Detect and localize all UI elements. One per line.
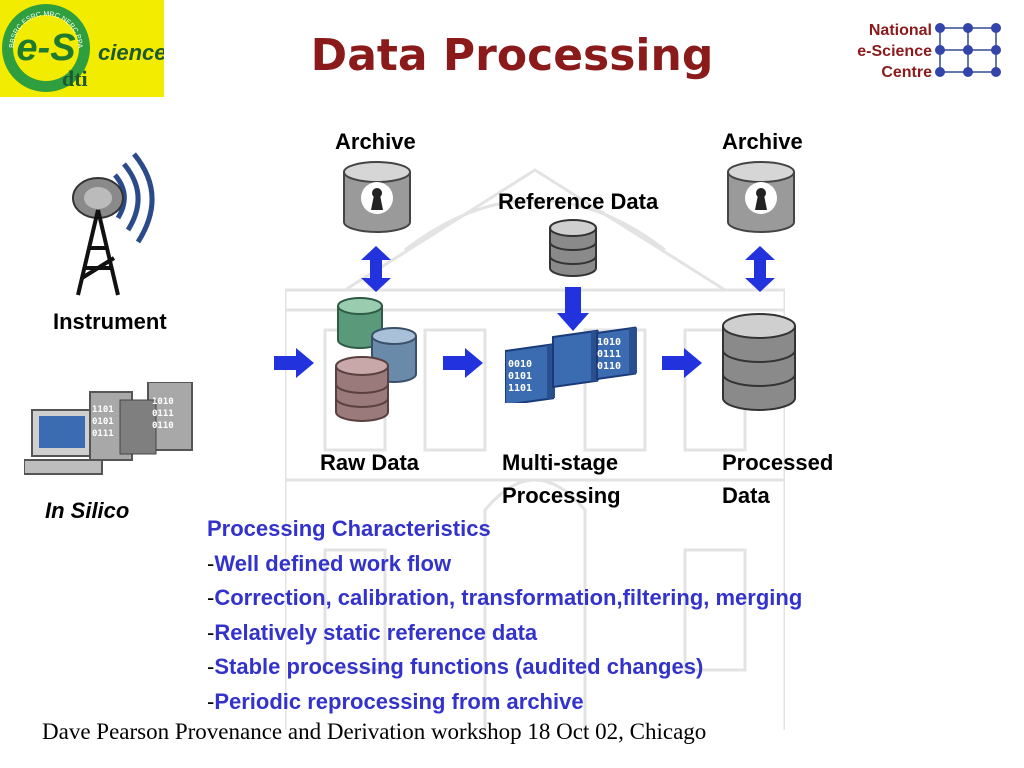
- raw-data-label: Raw Data: [320, 450, 420, 475]
- page-title: Data Processing: [310, 30, 714, 81]
- svg-text:0110: 0110: [597, 361, 621, 372]
- svg-text:National: National: [869, 22, 932, 39]
- list-item: -Well defined work flow: [207, 547, 1007, 582]
- svg-text:0101: 0101: [92, 417, 114, 427]
- national-e-science-centre-logo: National e-Science Centre: [840, 16, 1008, 82]
- archive-left-database-icon: [342, 160, 412, 234]
- bullet-dash: -: [207, 688, 215, 714]
- processing-characteristics-list: Processing Characteristics -Well defined…: [207, 512, 1007, 719]
- e-science-dti-logo: e-S cience dti BBSRC ESRC MRC NERC PPARC…: [0, 0, 164, 97]
- characteristics-heading: Processing Characteristics: [207, 516, 491, 541]
- archive-right-sync-arrow: [745, 246, 775, 292]
- flow-arrow-3: [662, 348, 702, 378]
- archive-right-database-icon: [726, 160, 796, 234]
- list-item-text: Periodic reprocessing from archive: [214, 688, 584, 714]
- svg-text:1101: 1101: [508, 383, 532, 394]
- in-silico-label: In Silico: [45, 498, 130, 523]
- svg-text:0111: 0111: [597, 349, 621, 360]
- bullet-dash: -: [207, 619, 215, 645]
- footer-credit: Dave Pearson Provenance and Derivation w…: [42, 719, 707, 744]
- list-item: -Correction, calibration, transformation…: [207, 581, 1007, 616]
- flow-arrow-1: [274, 348, 314, 378]
- archive-left-sync-arrow: [361, 246, 391, 292]
- list-item-text: Well defined work flow: [214, 550, 452, 576]
- svg-text:1101: 1101: [92, 405, 114, 415]
- list-item-text: Correction, calibration, transformation,…: [214, 585, 803, 610]
- processing-binary-blocks-icon: 0010 0101 1101 1010 0111 0110: [505, 323, 640, 403]
- list-item-text: Stable processing functions (audited cha…: [214, 654, 704, 679]
- archive-right-label: Archive: [722, 129, 803, 154]
- reference-data-label: Reference Data: [498, 189, 659, 214]
- svg-text:e-S: e-S: [16, 27, 75, 69]
- svg-text:0101: 0101: [508, 371, 532, 382]
- svg-text:1010: 1010: [152, 397, 174, 407]
- processed-data-label: Processed Data: [722, 450, 834, 508]
- bullet-dash: -: [207, 550, 215, 576]
- svg-text:0111: 0111: [152, 409, 174, 419]
- multistage-processing-label: Multi-stage Processing: [502, 450, 621, 508]
- computer-servers-icon: 1101 0101 0111 1010 0111 0110: [24, 382, 210, 482]
- svg-text:0010: 0010: [508, 359, 532, 370]
- list-item: -Stable processing functions (audited ch…: [207, 650, 1007, 685]
- svg-text:0111: 0111: [92, 429, 114, 439]
- svg-text:dti: dti: [62, 66, 88, 91]
- list-item: -Relatively static reference data: [207, 616, 1007, 651]
- reference-data-down-arrow: [557, 287, 589, 331]
- bullet-dash: -: [207, 585, 215, 610]
- svg-text:Centre: Centre: [881, 64, 932, 81]
- reference-data-database-icon: [548, 218, 598, 278]
- antenna-tower-icon: [60, 150, 170, 300]
- bullet-dash: -: [207, 654, 215, 679]
- flow-arrow-2: [443, 348, 483, 378]
- archive-left-label: Archive: [335, 129, 416, 154]
- list-item-text: Relatively static reference data: [214, 619, 538, 645]
- svg-text:1010: 1010: [597, 337, 621, 348]
- instrument-label: Instrument: [53, 309, 167, 334]
- svg-text:0110: 0110: [152, 421, 174, 431]
- processed-data-database-icon: [721, 312, 797, 412]
- svg-text:e-Science: e-Science: [857, 43, 932, 60]
- svg-text:cience: cience: [98, 40, 164, 65]
- raw-data-databases-icon: [332, 296, 422, 426]
- list-item: -Periodic reprocessing from archive: [207, 685, 1007, 720]
